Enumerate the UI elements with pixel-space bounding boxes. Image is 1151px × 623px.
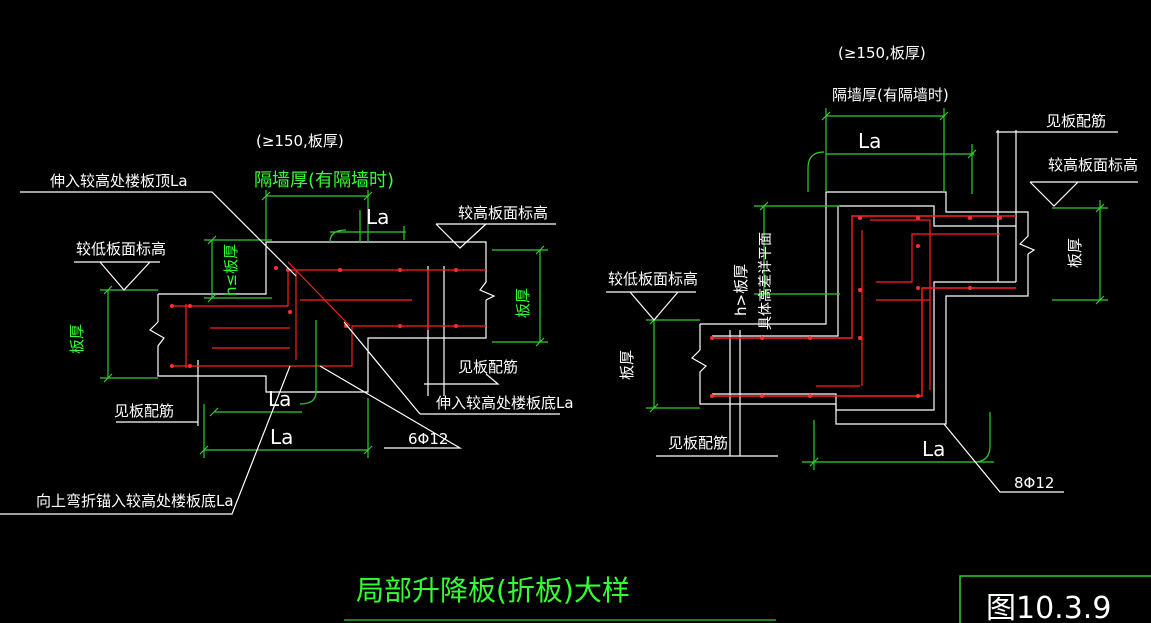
left-bars: 6Φ12 — [408, 430, 448, 448]
right-detail — [606, 108, 1138, 493]
right-dim-h — [754, 201, 840, 299]
left-rebar-top — [170, 269, 486, 307]
right-slab-thickness-right: 板厚 — [1066, 238, 1084, 268]
left-dim-slab-right — [492, 245, 548, 347]
left-see-reinf-left: 见板配筋 — [114, 402, 174, 420]
right-see-reinf-bottom: 见板配筋 — [668, 434, 728, 452]
left-note-ge150: (≥150,板厚) — [256, 132, 344, 150]
left-slab-thickness-left: 板厚 — [68, 324, 86, 354]
right-h-gt-thickness: h>板厚 — [732, 264, 750, 316]
left-dim-la-top — [329, 210, 406, 243]
left-slab-outline — [157, 241, 487, 393]
figure-number: 图10.3.9 — [986, 591, 1111, 623]
left-bend-up: 向上弯折锚入较高处楼板底La — [36, 492, 234, 510]
left-leaders — [0, 191, 560, 515]
left-la-bottom-1: La — [268, 387, 291, 411]
right-higher-level: 较高板面标高 — [1048, 156, 1138, 174]
left-slab-thickness-right: 板厚 — [514, 288, 532, 318]
right-slab-thickness-left: 板厚 — [618, 350, 636, 380]
left-higher-level: 较高板面标高 — [458, 204, 548, 222]
right-dim-la-top — [807, 144, 977, 194]
right-dim-slab-right — [1052, 200, 1108, 305]
right-partition-thickness: 隔墙厚(有隔墙时) — [832, 86, 949, 104]
right-dim-partition — [821, 108, 949, 192]
left-rebar-vertical — [185, 270, 429, 368]
left-rebar-bottom — [170, 325, 486, 367]
left-dim-la-bottom — [199, 320, 373, 458]
right-lower-level: 较低板面标高 — [608, 270, 698, 288]
right-la-top: La — [858, 129, 881, 153]
left-extend-bottom: 伸入较高处楼板底La — [436, 394, 574, 412]
right-rebar-inner — [816, 219, 1000, 390]
left-la-bottom-2: La — [270, 425, 293, 449]
right-design-note: 具体高差详平面 — [757, 232, 774, 330]
left-break-line-left — [149, 321, 165, 364]
left-extend-top: 伸入较高处楼板顶La — [50, 172, 188, 190]
right-leaders — [606, 131, 1138, 493]
right-dim-slab-left — [646, 315, 700, 413]
right-break-line-right — [1018, 226, 1036, 255]
drawing-title: 局部升降板(折板)大样 — [356, 574, 630, 607]
right-slab-outline — [699, 191, 1029, 425]
left-see-reinf-right: 见板配筋 — [458, 358, 518, 376]
left-dim-slab-left — [100, 285, 158, 383]
figure-number-box — [959, 575, 1151, 623]
left-rebar-diagonal-1 — [287, 261, 351, 327]
left-break-line-right — [479, 254, 496, 301]
right-wall-lines — [729, 130, 1017, 456]
right-rebar-dots — [710, 216, 1002, 398]
left-detail — [0, 190, 560, 515]
left-rebar-mid — [210, 299, 412, 349]
left-dim-partition — [261, 190, 373, 242]
left-lower-level: 较低板面标高 — [76, 240, 166, 258]
right-dim-la-bottom — [802, 412, 994, 470]
right-break-line-left — [691, 349, 707, 380]
right-note-ge150: (≥150,板厚) — [838, 44, 926, 62]
right-inner-outline — [712, 205, 1016, 411]
right-la-bottom: La — [922, 437, 945, 461]
left-la-top: La — [366, 205, 389, 229]
left-rebar-dots — [170, 266, 458, 368]
left-dim-h — [204, 235, 272, 303]
right-rebar-top — [712, 215, 1016, 339]
right-bars: 8Φ12 — [1014, 474, 1054, 492]
right-see-reinf-top: 见板配筋 — [1046, 112, 1106, 130]
left-partition-thickness: 隔墙厚(有隔墙时) — [254, 170, 394, 191]
left-h-le-thickness: h≤板厚 — [222, 244, 240, 296]
